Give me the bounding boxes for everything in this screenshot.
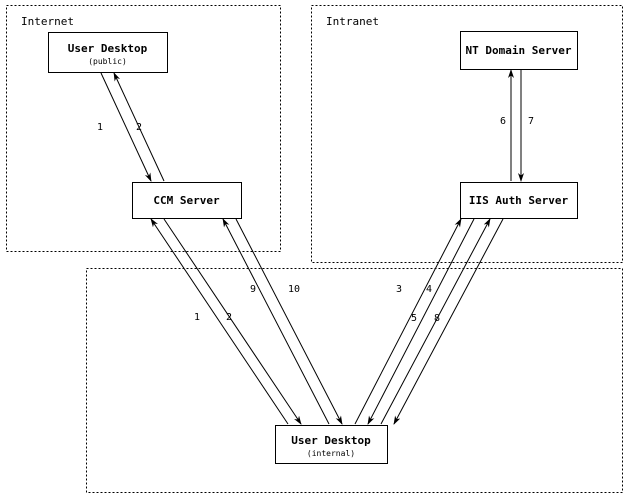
nodes-layer: User Desktop (public) CCM Server NT Domain … — [48, 31, 578, 464]
zone-boundary-internal — [86, 268, 623, 493]
edge-2-ccm-server-to-user-desktop-internal — [163, 218, 302, 425]
node-box-user-desktop-internal[interactable] — [275, 425, 388, 464]
edge-label-edge-2-internal: 2 — [226, 312, 232, 323]
node-title-nt-domain-server: NT Domain Server — [466, 44, 572, 57]
node-nt-domain-server[interactable]: NT Domain Server — [460, 31, 578, 70]
edge-1-user-desktop-internal-to-ccm-server — [150, 218, 289, 425]
edge-label-edge-10: 10 — [288, 284, 300, 295]
node-user-desktop-internal[interactable]: User Desktop (internal) — [275, 425, 388, 464]
edge-label-edge-9: 9 — [250, 284, 256, 295]
edge-label-edge-7: 7 — [528, 116, 534, 127]
node-ccm-server[interactable]: CCM Server — [132, 182, 242, 219]
edge-4-iis-auth-server-to-user-desktop-internal — [367, 218, 475, 425]
edge-label-edge-5: 5 — [411, 313, 417, 324]
zone-label-internet: Internet — [21, 15, 74, 28]
node-title-user-desktop-internal: User Desktop — [291, 434, 371, 447]
edge-8-iis-auth-server-to-user-desktop-internal — [393, 218, 504, 425]
zones-layer: Internet Intranet — [6, 5, 623, 493]
node-subtitle-user-desktop-public: (public) — [88, 57, 127, 66]
edges-layer — [100, 69, 524, 425]
edge-1-user-desktop-public-to-ccm-server — [100, 72, 152, 182]
node-box-iis-auth-server[interactable] — [460, 182, 578, 219]
edge-label-edge-8: 8 — [434, 313, 440, 324]
zone-label-intranet: Intranet — [326, 15, 379, 28]
edge-label-edge-6: 6 — [500, 116, 506, 127]
edge-label-edge-2-public: 2 — [136, 122, 142, 133]
edge-label-edge-1-internal: 1 — [194, 312, 200, 323]
node-subtitle-user-desktop-internal: (internal) — [307, 449, 355, 458]
zone-boundary-internet — [6, 5, 281, 252]
edge-9-user-desktop-internal-to-ccm-server — [222, 218, 330, 425]
node-title-ccm-server: CCM Server — [153, 194, 220, 207]
node-box-user-desktop-public[interactable] — [48, 32, 168, 73]
edge-3-user-desktop-internal-to-iis-auth-server — [354, 218, 462, 425]
node-user-desktop-public[interactable]: User Desktop (public) — [48, 32, 168, 73]
edge-10-ccm-server-to-user-desktop-internal — [235, 218, 343, 425]
node-title-user-desktop-public: User Desktop — [68, 42, 148, 55]
node-iis-auth-server[interactable]: IIS Auth Server — [460, 182, 578, 219]
edge-label-edge-1-public: 1 — [97, 122, 103, 133]
edge-2-ccm-server-to-user-desktop-public — [113, 72, 165, 182]
node-title-iis-auth-server: IIS Auth Server — [469, 194, 569, 207]
edge-labels-layer: 1 2 6 7 1 2 9 10 3 4 5 8 — [97, 116, 534, 324]
edge-label-edge-3: 3 — [396, 284, 402, 295]
node-box-ccm-server[interactable] — [132, 182, 242, 219]
node-box-nt-domain-server[interactable] — [460, 31, 578, 70]
edge-5-user-desktop-internal-to-iis-auth-server — [380, 218, 491, 425]
edge-label-edge-4: 4 — [426, 284, 432, 295]
